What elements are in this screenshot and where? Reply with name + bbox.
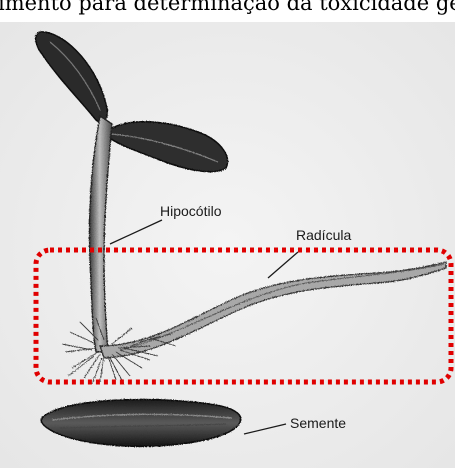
sketch-paper <box>0 22 455 468</box>
hipocotilo-label: Hipocótilo <box>160 203 222 219</box>
radicula-label: Radícula <box>296 227 351 243</box>
semente-label: Semente <box>290 415 346 431</box>
